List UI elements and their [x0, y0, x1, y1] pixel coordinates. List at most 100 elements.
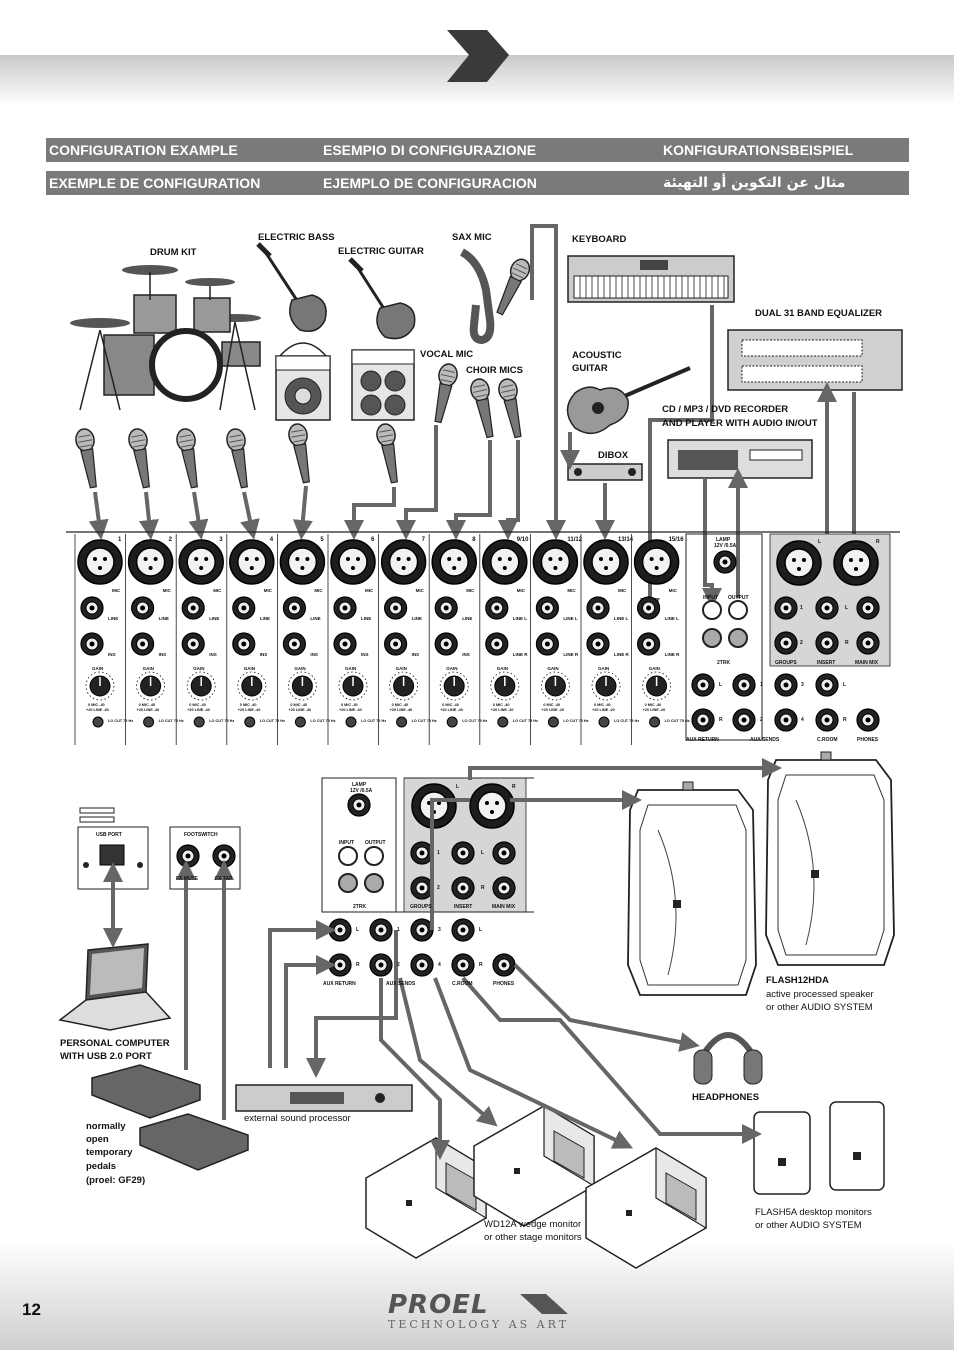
- flash12-speaker-2-icon: [765, 751, 895, 966]
- lo-cut-button-7: [396, 716, 408, 728]
- channel-number-8: 8: [472, 537, 476, 543]
- drum-mic-3-icon: [174, 426, 204, 490]
- xlr-input-12: [633, 539, 680, 585]
- xlr-input-9: [482, 539, 528, 585]
- pedals-label-2: open: [86, 1134, 109, 1145]
- gain-knob-4: [237, 671, 267, 701]
- gain-range-b-9: +20 LINE -20: [491, 708, 514, 712]
- drum-mic-1-icon: [73, 426, 103, 490]
- proel-tagline: TECHNOLOGY AS ART: [388, 1318, 570, 1331]
- lo-cut-button-8: [446, 716, 458, 728]
- lower-insert-r-label: R: [481, 885, 485, 891]
- lower-input-label: INPUT: [339, 840, 354, 846]
- insert-r-label: R: [845, 640, 849, 646]
- choir-mic-2-icon: [496, 376, 528, 440]
- aux-return-label: AUX RETURN: [686, 737, 719, 743]
- drum-mic-4-icon: [224, 426, 254, 490]
- gain-label-1: GAIN: [92, 666, 103, 671]
- lower-lamp-spec-label: 12V /0.5A: [350, 788, 373, 794]
- gain-knob-8: [439, 671, 469, 701]
- lo-cut-button-10: [547, 716, 559, 728]
- main-r-label: R: [876, 539, 880, 545]
- channel-number-1: 1: [118, 537, 122, 543]
- channel-number-2: 2: [169, 537, 173, 543]
- bottom-gradient-band: [0, 1240, 954, 1350]
- insert-jack-8: [434, 632, 458, 656]
- channel-number-7: 7: [422, 537, 426, 543]
- channel-number-12: 15/16: [669, 537, 685, 543]
- header-title-de: KONFIGURATIONSBEISPIEL: [663, 142, 854, 158]
- xlr-input-7: [380, 539, 427, 585]
- aux-send-1-label: 1: [760, 682, 763, 688]
- mic-label-12: MIC: [669, 588, 678, 593]
- locut-label-1: LO CUT 75 Hz: [108, 719, 133, 723]
- line-label-11: LINE L: [614, 616, 629, 621]
- keyboard-icon: [567, 255, 735, 303]
- gain-range-b-11: +20 LINE -20: [592, 708, 615, 712]
- lower-groups-label: GROUPS: [410, 904, 432, 910]
- line-label-2: LINE: [159, 616, 169, 621]
- output-label: OUTPUT: [728, 595, 749, 601]
- locut-label-5: LO CUT 75 Hz: [310, 719, 335, 723]
- sound-processor-icon: [235, 1084, 413, 1112]
- gain-range-a-9: 0 MIC -40: [493, 703, 510, 707]
- locut-label-3: LO CUT 75 Hz: [209, 719, 234, 723]
- line-input-2: [131, 596, 155, 620]
- gain-range-b-8: +20 LINE -40: [440, 708, 463, 712]
- ins-label-6: INS: [361, 652, 369, 657]
- lo-cut-button-4: [244, 716, 256, 728]
- mic-label-7: MIC: [416, 588, 425, 593]
- line-input-8: [434, 596, 458, 620]
- lower-insert-l-label: L: [481, 850, 485, 856]
- lower-aux-return-label: AUX RETURN: [323, 981, 356, 987]
- fx-mute-label: FX MUTE: [176, 876, 198, 882]
- electric-bass-label: ELECTRIC BASS: [258, 232, 335, 243]
- gain-label-9: GAIN: [497, 666, 508, 671]
- ins-label-2: INS: [159, 652, 167, 657]
- gain-label-11: GAIN: [598, 666, 609, 671]
- gain-range-b-10: +20 LINE -20: [541, 708, 564, 712]
- lower-aux-return-r-label: R: [356, 962, 360, 968]
- flash12-label-3: or other AUDIO SYSTEM: [766, 1002, 873, 1013]
- aux-return-l-label: L: [719, 682, 723, 688]
- gain-knob-10: [540, 671, 571, 701]
- line-input-6: [333, 596, 357, 620]
- main-l-label: L: [818, 539, 822, 545]
- insert-jack-5: [282, 632, 306, 656]
- gain-knob-2: [135, 671, 166, 701]
- locut-label-8: LO CUT 75 Hz: [462, 719, 487, 723]
- gain-range-a-5: 0 MIC -40: [290, 703, 307, 707]
- choir-mic-1-icon: [468, 376, 500, 440]
- electric-bass-icon: [256, 242, 327, 332]
- gain-range-a-2: 0 MIC -40: [139, 703, 156, 707]
- flash12-label-1: FLASH12HDA: [766, 975, 829, 986]
- gain-range-a-3: 0 MIC -40: [189, 703, 206, 707]
- header-chevron-icon: [447, 30, 509, 82]
- xlr-input-8: [431, 539, 477, 585]
- guitar-amp-icon: [351, 349, 415, 421]
- line-label-8: LINE: [462, 616, 472, 621]
- pedals-label-5: (proel: GF29): [86, 1175, 146, 1186]
- proel-logo: PROEL: [388, 1290, 489, 1320]
- gain-label-6: GAIN: [345, 666, 356, 671]
- lower-lamp-label: LAMP: [352, 782, 367, 788]
- input-label: INPUT: [703, 595, 718, 601]
- saxophone-icon: [459, 248, 495, 345]
- acoustic-guitar-label-1: ACOUSTIC: [572, 350, 622, 361]
- fx-tap-label: FX TAP: [215, 876, 233, 882]
- lower-aux-send-4-label: 4: [438, 962, 441, 968]
- channel-number-3: 3: [219, 537, 223, 543]
- flash5-label-1: FLASH5A desktop monitors: [755, 1207, 872, 1218]
- lo-cut-button-1: [92, 716, 104, 728]
- gain-knob-11: [591, 671, 621, 701]
- gain-range-a-10: 0 MIC -40: [543, 703, 560, 707]
- channel-number-10: 11/12: [567, 537, 582, 543]
- xlr-input-10: [532, 539, 579, 585]
- bass-amp-icon: [275, 342, 331, 421]
- cd-recorder-label-2: AND PLAYER WITH AUDIO IN/OUT: [662, 418, 818, 429]
- locut-label-12: LO CUT 75 Hz: [665, 719, 690, 723]
- sax-mic-icon: [490, 255, 534, 319]
